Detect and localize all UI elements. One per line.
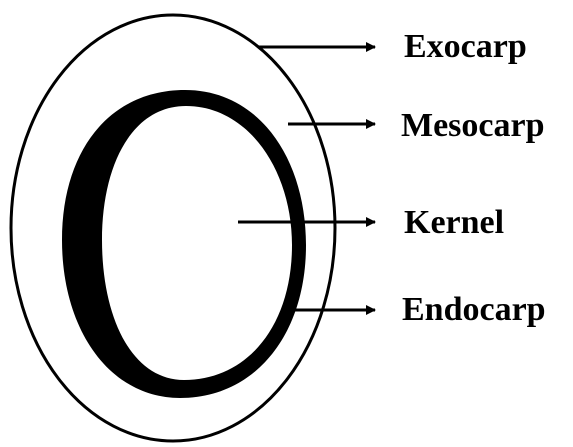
kernel-region — [104, 107, 288, 379]
endocarp-label: Endocarp — [402, 291, 546, 328]
exocarp-label: Exocarp — [404, 28, 527, 65]
mesocarp-label: Mesocarp — [401, 107, 545, 144]
kernel-label: Kernel — [404, 204, 504, 241]
endocarp-ring — [62, 90, 306, 398]
exocarp-outline — [11, 15, 335, 441]
